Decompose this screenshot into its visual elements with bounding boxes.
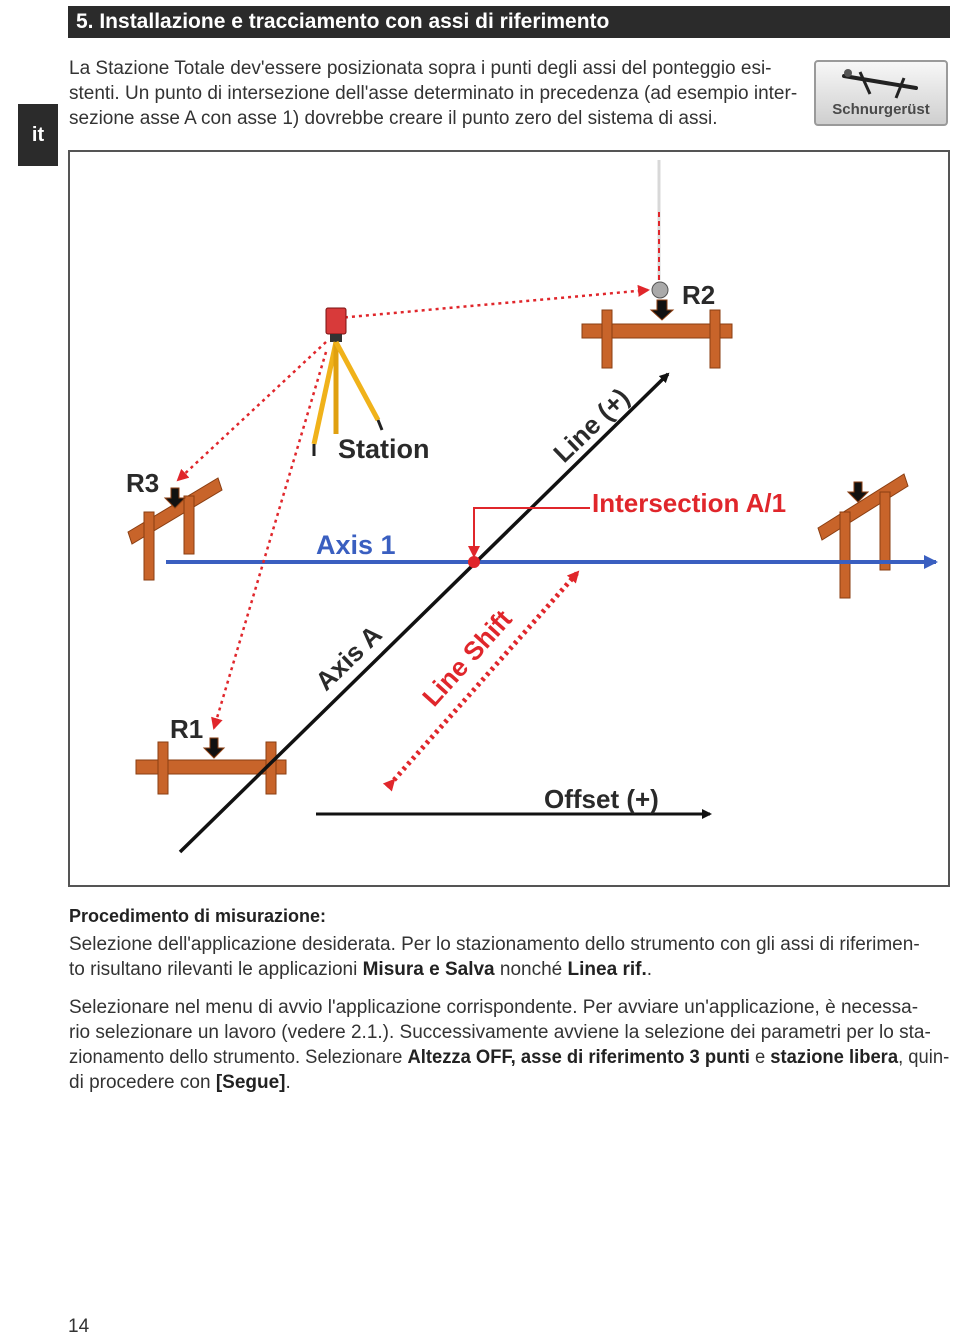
language-tab: it — [18, 104, 58, 166]
page-number: 14 — [68, 1316, 90, 1337]
line-shift-arrow — [382, 570, 580, 792]
intro-line: stenti. Un punto di intersezione dell'as… — [69, 83, 798, 104]
paragraph-line: zionamento dello strumento. Selezionare … — [69, 1045, 949, 1070]
procedure-paragraph-1: Selezione dell'applicazione desiderata. … — [69, 932, 951, 982]
text-run: di procedere con — [69, 1072, 216, 1093]
text-run: . — [285, 1072, 291, 1093]
batter-board-r2 — [581, 281, 733, 369]
intersection-point — [468, 556, 480, 568]
paragraph-line: to risultano rilevanti le applicazioni M… — [69, 957, 652, 982]
measurement-lines — [176, 284, 650, 730]
text-run: , quin- — [898, 1047, 950, 1068]
text-run: e — [749, 1047, 771, 1068]
axis-diagram-svg: R2 R3 R1 Station Axis 1 Intersection A/1… — [126, 160, 938, 854]
label-station: Station — [338, 434, 430, 464]
app-name-misura-salva: Misura e Salva — [362, 959, 495, 980]
label-r2: R2 — [682, 280, 715, 310]
app-button-label: Schnurgerüst — [832, 101, 930, 118]
axis-diagram: R2 R3 R1 Station Axis 1 Intersection A/1… — [68, 150, 950, 887]
paragraph-line: di procedere con [Segue]. — [69, 1070, 291, 1095]
total-station-tripod — [311, 307, 384, 456]
intro-paragraph: La Stazione Totale dev'essere posizionat… — [69, 56, 807, 131]
intro-line: sezione asse A con asse 1) dovrebbe crea… — [69, 108, 718, 129]
segue-key: [Segue] — [215, 1072, 286, 1093]
label-r1: R1 — [170, 714, 203, 744]
intro-line: La Stazione Totale dev'essere posizionat… — [69, 58, 772, 79]
label-intersection: Intersection A/1 — [592, 488, 786, 518]
procedure-paragraph-2: Selezionare nel menu di avvio l'applicaz… — [69, 995, 951, 1095]
text-run: nonché — [494, 959, 568, 980]
paragraph-line: Selezionare nel menu di avvio l'applicaz… — [69, 997, 919, 1018]
text-run: zionamento dello strumento. Selezionare — [69, 1047, 408, 1068]
section-title: 5. Installazione e tracciamento con assi… — [76, 10, 610, 33]
language-label: it — [31, 123, 45, 146]
label-axis-1: Axis 1 — [316, 530, 396, 560]
text-run: . — [646, 959, 653, 980]
text-run: to risultano rilevanti le applicazioni — [69, 959, 363, 980]
label-r3: R3 — [126, 468, 159, 498]
param-altezza-off: Altezza OFF, asse di riferimento 3 punti — [407, 1047, 750, 1068]
app-name-linea-rif: Linea rif. — [567, 959, 647, 980]
procedure-title: Procedimento di misurazione: — [69, 906, 327, 926]
batter-board-right — [817, 473, 909, 599]
param-stazione-libera: stazione libera — [770, 1047, 899, 1068]
paragraph-line: rio selezionare un lavoro (vedere 2.1.).… — [69, 1022, 931, 1043]
label-offset: Offset (+) — [544, 784, 659, 814]
schnurgeruest-app-button[interactable]: Schnurgerüst — [814, 60, 948, 126]
intersection-pointer — [468, 507, 590, 558]
label-line-plus: Line (+) — [547, 382, 635, 468]
batter-board-r1 — [135, 737, 287, 795]
section-header: 5. Installazione e tracciamento con assi… — [68, 6, 950, 38]
batter-board-icon — [842, 69, 918, 99]
batter-board-r3 — [127, 477, 223, 581]
paragraph-line: Selezione dell'applicazione desiderata. … — [69, 934, 920, 955]
